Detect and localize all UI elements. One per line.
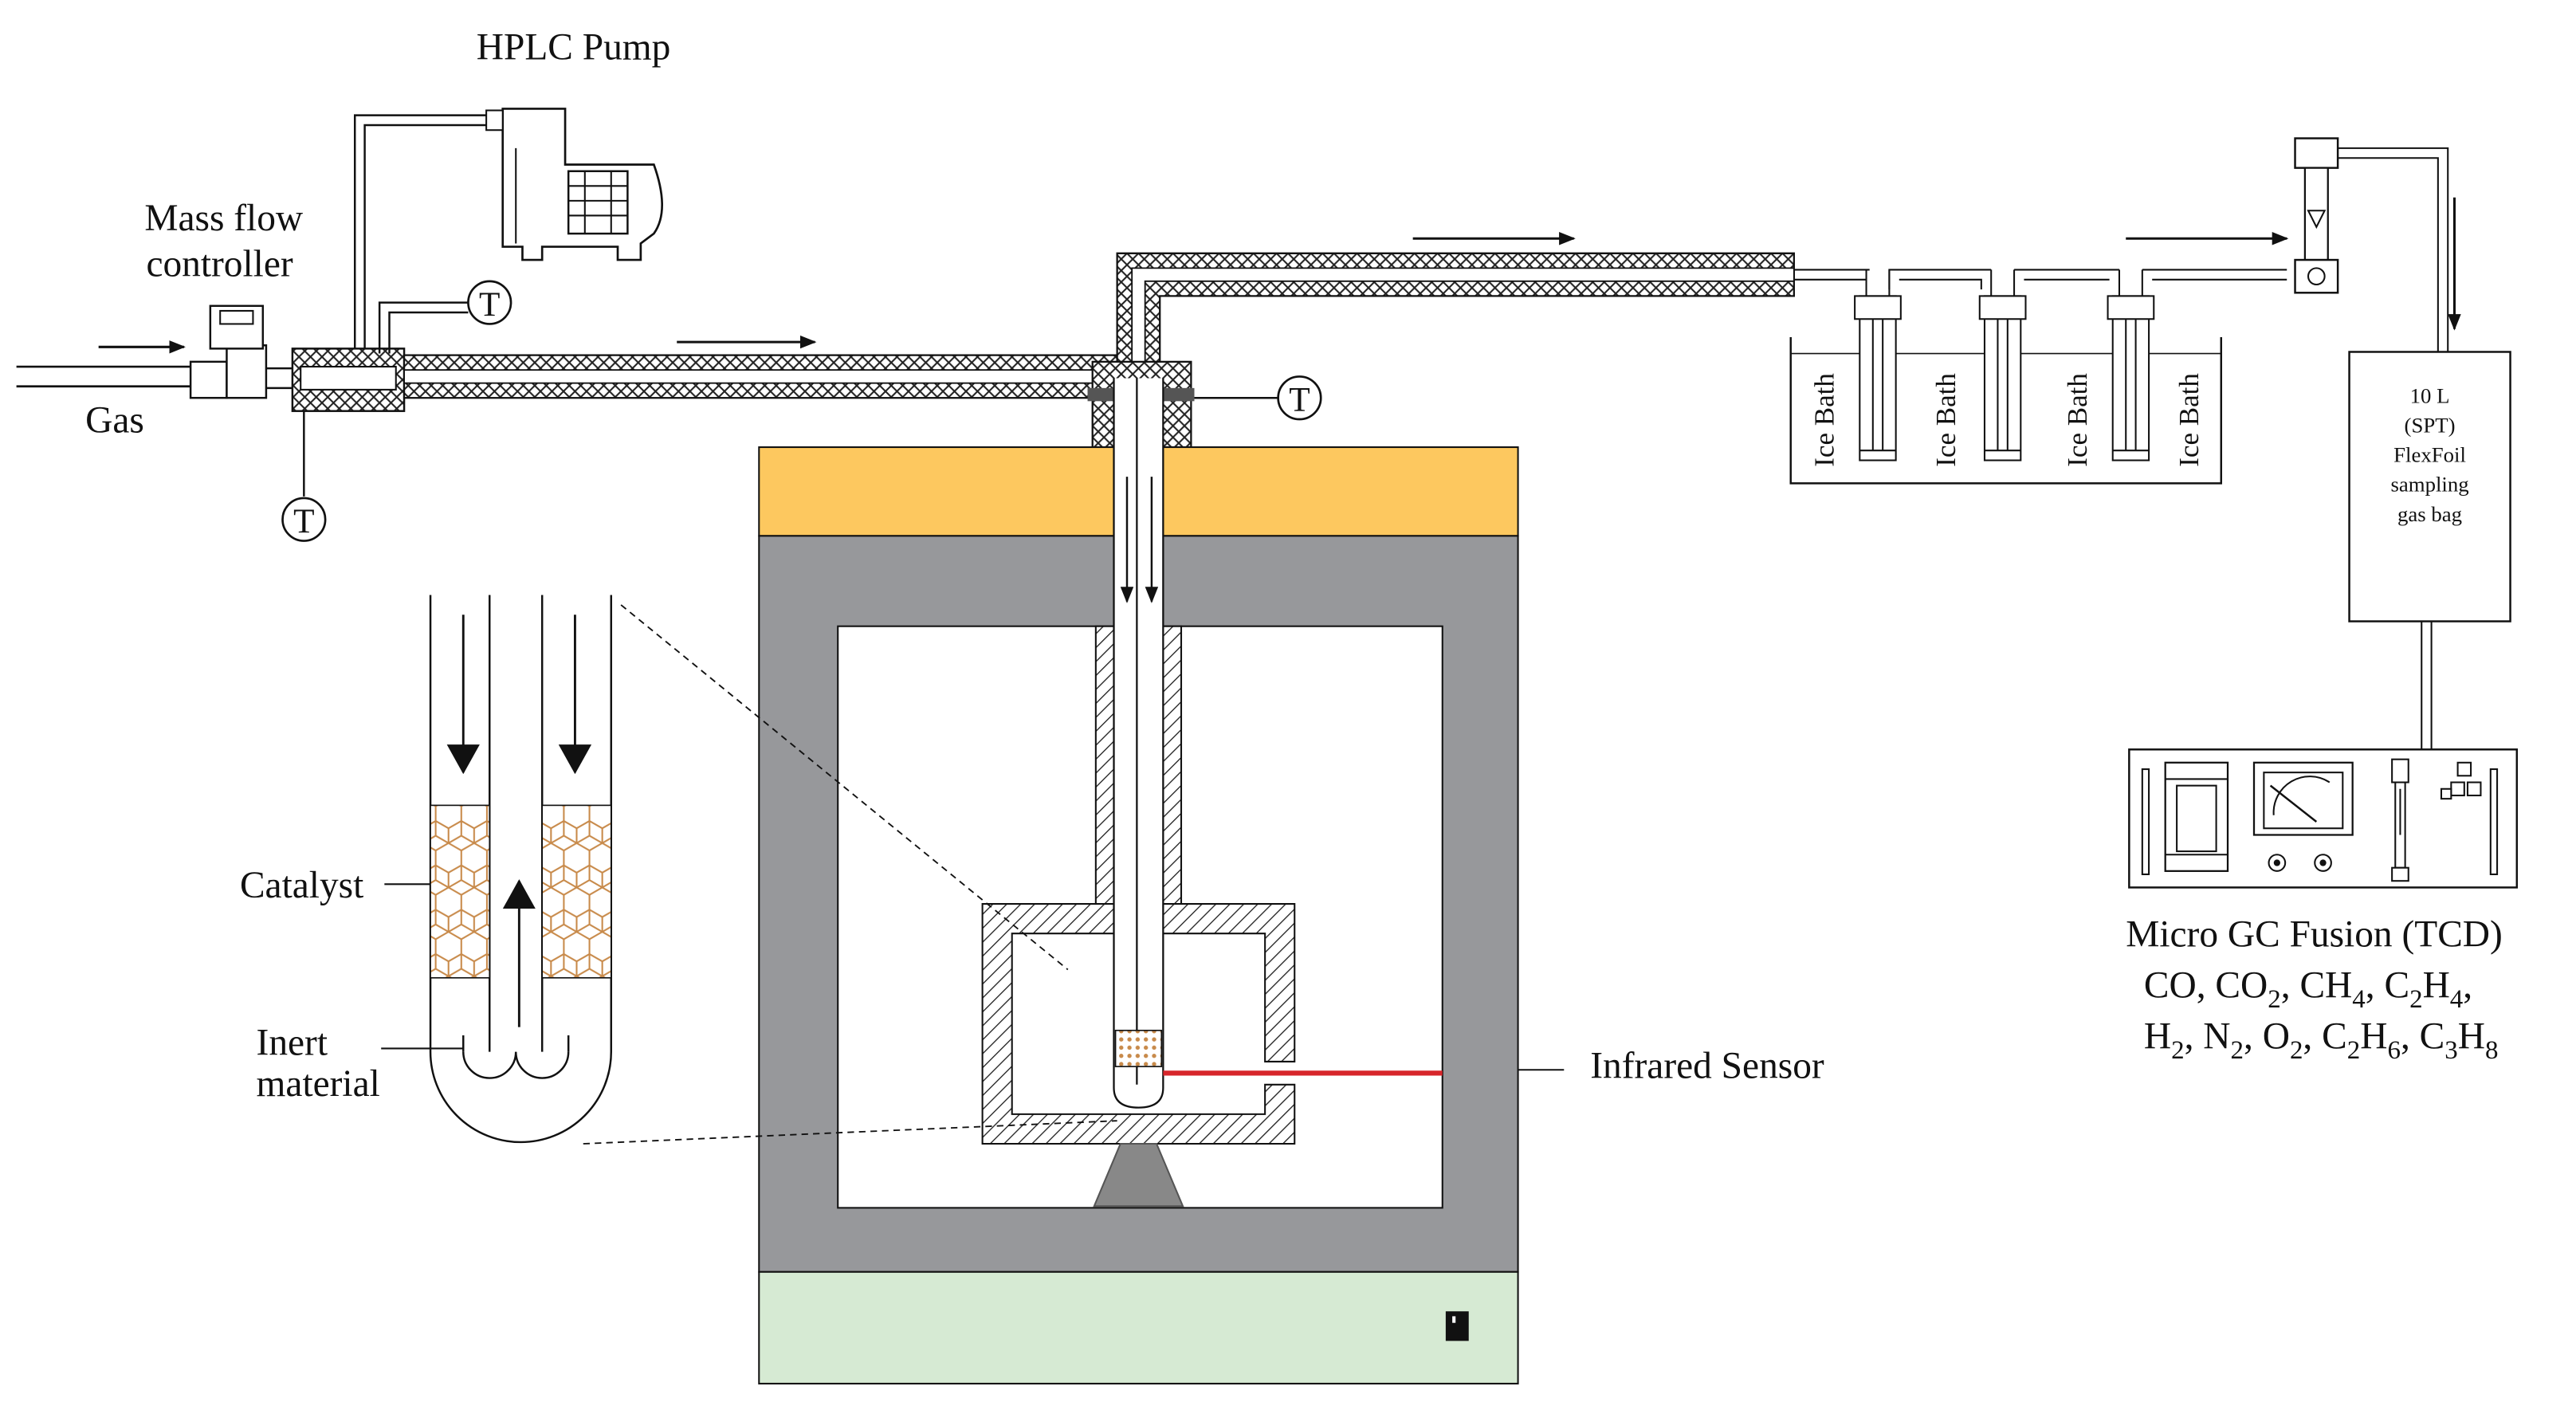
gc-gas-token: H bbox=[2458, 1015, 2485, 1057]
gas-bag-label-3: FlexFoil bbox=[2393, 443, 2466, 467]
zoom-lines bbox=[583, 604, 1117, 1145]
micro-gc bbox=[2128, 748, 2519, 889]
gc-gas-token: CO, CO bbox=[2144, 965, 2268, 1007]
gc-gas-token: , CH bbox=[2281, 965, 2353, 1007]
hplc-pump bbox=[485, 108, 664, 261]
gc-gas-token: 2 bbox=[2231, 1036, 2244, 1065]
gc-gas-token: , bbox=[2463, 965, 2472, 1007]
condenser-traps bbox=[1854, 269, 2287, 461]
gc-gas-token: 2 bbox=[2290, 1036, 2303, 1065]
gc-gas-token: H bbox=[2423, 965, 2450, 1007]
outlet-tubing bbox=[1793, 269, 1870, 281]
gc-gas-token: 8 bbox=[2485, 1036, 2498, 1065]
thermocouple-label: T bbox=[1289, 381, 1310, 419]
catalyst-bed bbox=[1114, 1029, 1163, 1067]
gc-gas-token: H bbox=[2360, 1015, 2387, 1057]
gc-gas-token: , C bbox=[2401, 1015, 2444, 1057]
hplc-pump-label: HPLC Pump bbox=[477, 27, 671, 69]
ice-bath-label-3: Ice Bath bbox=[2062, 373, 2093, 467]
gc-gas-token: 3 bbox=[2444, 1036, 2457, 1065]
thermocouple-label: T bbox=[479, 285, 500, 324]
gas-bag-label-2: (SPT) bbox=[2405, 413, 2456, 437]
reactor-tube bbox=[1113, 378, 1164, 1109]
thermocouple-inlet-top: T bbox=[378, 280, 512, 354]
gc-gas-token: , N bbox=[2185, 1015, 2231, 1057]
gc-gas-token: , O bbox=[2244, 1015, 2290, 1057]
gc-gas-list-1: CO, CO2, CH4, C2H4, bbox=[2144, 965, 2472, 1014]
gc-gas-token: 2 bbox=[2171, 1036, 2184, 1065]
gc-gas-token: 4 bbox=[2352, 985, 2365, 1014]
ice-bath-label-1: Ice Bath bbox=[1808, 373, 1840, 467]
pump-feed-line bbox=[353, 114, 487, 352]
infrared-sensor-label: Infrared Sensor bbox=[1590, 1046, 1824, 1087]
gc-gas-token: 4 bbox=[2450, 985, 2463, 1014]
heated-inlet-line bbox=[402, 335, 1129, 399]
gas-bag-label-1: 10 L bbox=[2410, 383, 2450, 407]
mass-flow-controller-label-2: controller bbox=[146, 244, 293, 285]
gc-gas-list-2: H2, N2, O2, C2H6, C3H8 bbox=[2144, 1015, 2499, 1064]
zoom-detail bbox=[381, 595, 613, 1144]
inert-material-label-1: Inert bbox=[257, 1023, 328, 1064]
catalyst-label: Catalyst bbox=[240, 865, 363, 906]
gas-bag: 10 L (SPT) FlexFoil sampling gas bag bbox=[2348, 351, 2511, 622]
gas-inlet-line bbox=[16, 340, 206, 388]
heated-outlet-line bbox=[1116, 232, 1795, 367]
micro-gc-title: Micro GC Fusion (TCD) bbox=[2126, 914, 2503, 956]
gc-gas-token: , C bbox=[2366, 965, 2409, 1007]
gc-gas-token: 6 bbox=[2387, 1036, 2400, 1065]
gc-gas-token: 2 bbox=[2409, 985, 2422, 1014]
inert-material-label-2: material bbox=[257, 1063, 380, 1105]
thermocouple-inlet-bottom: T bbox=[281, 410, 327, 542]
gc-gas-token: 2 bbox=[2347, 1036, 2360, 1065]
rotameter bbox=[2294, 137, 2461, 352]
gas-bag-label-5: gas bag bbox=[2397, 502, 2462, 526]
gc-gas-token: H bbox=[2144, 1015, 2171, 1057]
power-switch[interactable] bbox=[1445, 1311, 1469, 1341]
mass-flow-controller-label-1: Mass flow bbox=[144, 198, 304, 239]
gc-gas-token: , C bbox=[2303, 1015, 2346, 1057]
gc-gas-token: 2 bbox=[2268, 985, 2280, 1014]
mixing-block bbox=[291, 348, 406, 412]
mass-flow-controller bbox=[189, 304, 293, 399]
gas-bag-label-4: sampling bbox=[2390, 473, 2468, 497]
ice-bath-label-2: Ice Bath bbox=[1930, 373, 1961, 467]
gas-label: Gas bbox=[85, 399, 144, 441]
ice-bath-label-4: Ice Bath bbox=[2174, 373, 2205, 467]
bag-to-gc-line bbox=[2421, 621, 2433, 750]
thermocouple-label: T bbox=[293, 502, 314, 540]
